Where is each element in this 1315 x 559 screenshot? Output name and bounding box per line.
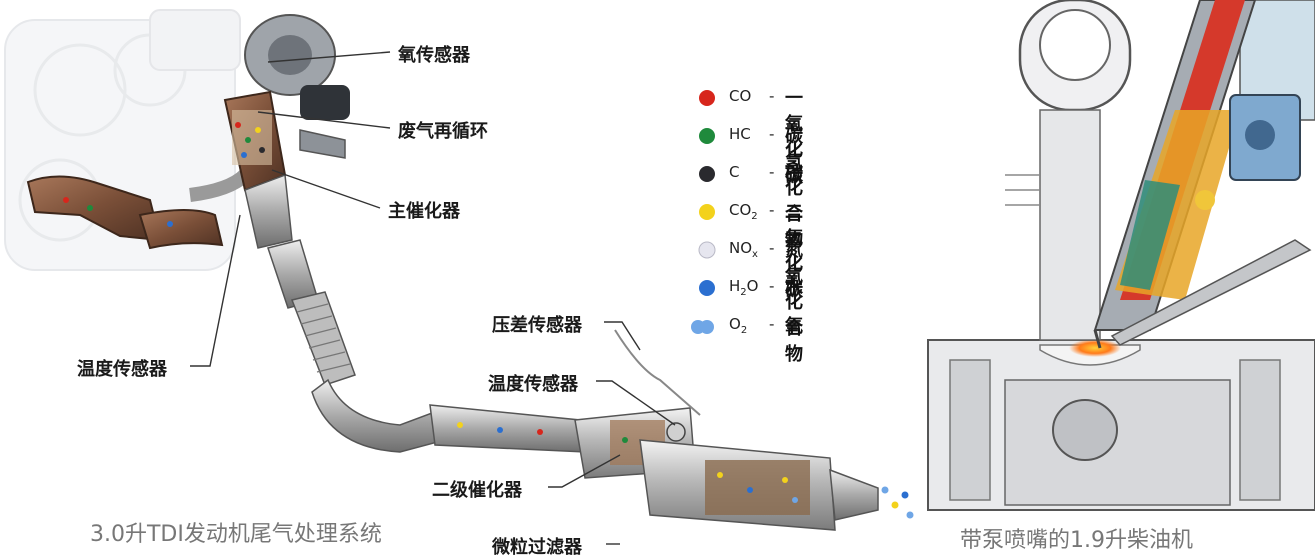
pump-injector-engine-cutaway: [927, 0, 1315, 511]
gas-molecules: [63, 122, 914, 519]
legend-name: 碳: [785, 164, 803, 185]
label-egr: 废气再循环: [398, 121, 488, 142]
right-diagram-caption: 带泵喷嘴的1.9升柴油机: [960, 528, 1193, 553]
main-catalyst-body: [223, 90, 293, 249]
legend-name: 氮氧化合物: [785, 240, 803, 365]
label-temp-sensor-left: 温度传感器: [77, 359, 167, 380]
legend-symbol: CO2: [729, 201, 758, 222]
label-oxygen-sensor: 氧传感器: [398, 45, 470, 66]
legend-symbol: CO: [729, 87, 752, 105]
label-secondary-catalyst: 二级催化器: [432, 480, 522, 501]
legend-name: 水: [785, 278, 803, 299]
legend-name: 氧: [785, 316, 803, 337]
legend-symbol: NOx: [729, 239, 758, 260]
label-main-catalyst: 主催化器: [388, 201, 460, 222]
legend-dash: -: [769, 277, 775, 295]
exhaust-manifold: [26, 169, 250, 250]
leader-lines: [190, 51, 676, 545]
legend-dash: -: [769, 87, 775, 105]
legend-symbol: HC: [729, 125, 751, 143]
carbon-molecule-icon: [699, 166, 715, 182]
legend-dash: -: [769, 239, 775, 257]
label-particulate-filter: 微粒过滤器: [492, 537, 582, 558]
legend-symbol-sub: 2: [740, 287, 747, 298]
oxygen-molecule-icon: [691, 320, 714, 334]
legend-dash: -: [769, 125, 775, 143]
legend-symbol-sub: 2: [751, 211, 758, 222]
legend-name: 碳氢化合物: [785, 126, 803, 251]
hc-molecule-icon: [699, 128, 715, 144]
legend-symbol: H2O: [729, 277, 758, 298]
legend-symbol-main: NO: [729, 239, 753, 257]
legend-symbol: O2: [729, 315, 747, 336]
legend-dash: -: [769, 201, 775, 219]
co-molecule-icon: [699, 90, 715, 106]
label-pressure-diff-sensor: 压差传感器: [492, 315, 582, 336]
legend-dash: -: [769, 163, 775, 181]
secondary-catalyst-and-dpf: [574, 407, 879, 531]
pressure-sensor-tube: [614, 329, 701, 416]
legend-symbol: C: [729, 163, 740, 181]
legend-symbol-tail: O: [746, 277, 759, 295]
downpipe: [267, 239, 586, 453]
label-temp-sensor-right: 温度传感器: [488, 374, 578, 395]
left-diagram-caption: 3.0升TDI发动机尾气处理系统: [90, 522, 382, 547]
legend-name: 二氧化碳: [785, 202, 803, 301]
legend-dash: -: [769, 315, 775, 333]
water-molecule-icon: [699, 280, 715, 296]
co2-molecule-icon: [699, 204, 715, 220]
legend-symbol-main: O: [729, 315, 741, 333]
legend-symbol-main: H: [729, 277, 741, 295]
nox-molecule-icon: [698, 241, 716, 259]
legend-symbol-sub: 2: [740, 325, 748, 336]
legend-name: 一氧化碳: [785, 88, 803, 187]
legend-symbol-main: CO: [729, 201, 752, 219]
legend-symbol-sub: x: [752, 249, 758, 260]
turbocharger: [244, 14, 350, 159]
